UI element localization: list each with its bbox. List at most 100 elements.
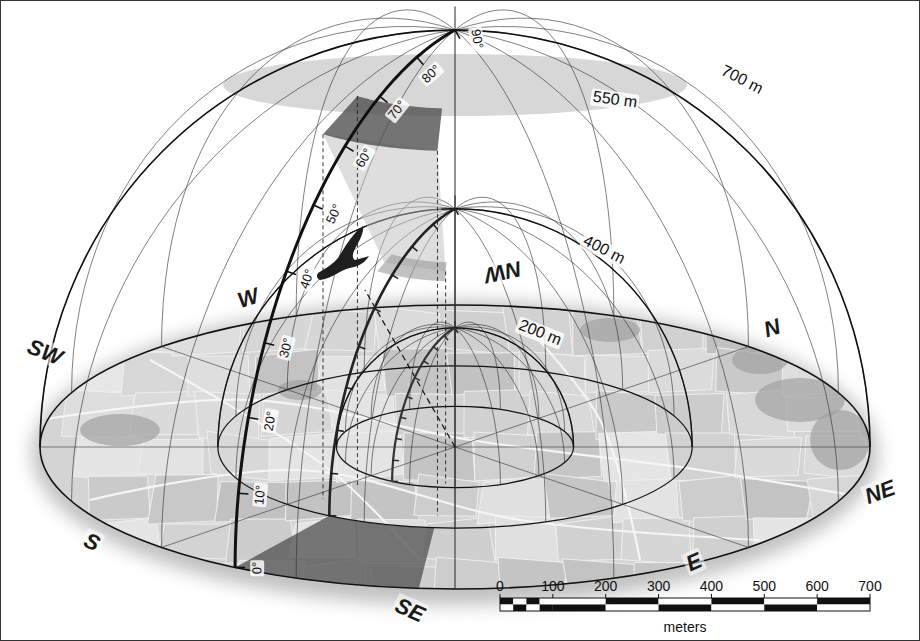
arc-tick (374, 309, 380, 312)
arc-tick (235, 567, 245, 569)
field-parcel (884, 517, 920, 565)
arc-tick (329, 515, 336, 517)
scale-segment (764, 598, 817, 605)
arc-tick (345, 146, 354, 151)
scale-unit: meters (662, 620, 709, 635)
scale-tick (658, 594, 659, 598)
scale-number: 0 (494, 579, 506, 594)
meridian (336, 328, 455, 447)
scale-check (526, 605, 539, 612)
arc-tick (392, 275, 398, 279)
arc-tick (401, 417, 407, 419)
field-parcel (843, 347, 913, 397)
arc-tick (331, 473, 338, 475)
meridian (296, 10, 455, 316)
scale-segment (817, 598, 870, 605)
elevation-angle-label: 30° (276, 335, 295, 361)
dome-outline (336, 328, 573, 447)
scale-segment (659, 598, 712, 605)
arc-tick (393, 459, 399, 461)
drop-line (437, 151, 438, 516)
dome-wireframe (40, 7, 870, 589)
altitude-label: 550 m (590, 88, 640, 111)
radius-label: 200 m (514, 316, 565, 350)
arc-tick (415, 378, 420, 381)
arc-tick (380, 96, 388, 102)
sight-line (365, 290, 455, 447)
meridian (455, 30, 838, 501)
scale-tick (711, 594, 712, 598)
scale-number: 200 (592, 579, 619, 594)
scale-tick (764, 594, 765, 598)
arc-tick (444, 336, 448, 340)
scale-number: 500 (751, 579, 778, 594)
compass-direction: NE (860, 475, 900, 509)
arc-tick (412, 247, 417, 251)
radial-line (162, 347, 455, 447)
compass-direction: W (233, 283, 264, 313)
scale-tick (500, 594, 501, 598)
compass-direction: SE (390, 593, 430, 628)
radial-line (162, 447, 455, 547)
field-parcel (867, 438, 920, 480)
compass-direction: N (759, 314, 785, 342)
arc-tick (455, 328, 458, 333)
scale-bar (500, 594, 870, 611)
meridian (410, 322, 455, 409)
scale-check (500, 605, 513, 612)
meridian (455, 209, 674, 478)
arc-tick (346, 387, 353, 389)
scale-check (500, 598, 513, 605)
elevation-angle-label: 80° (418, 61, 445, 87)
elevation-angle-label: 20° (261, 408, 278, 434)
meridian (371, 328, 455, 476)
scale-segment (711, 598, 764, 605)
scale-segment (606, 605, 659, 612)
radius-label: 700 m (717, 62, 768, 99)
meridian (162, 18, 455, 346)
elevation-angle-label: 10° (252, 483, 268, 508)
arc-tick (455, 30, 460, 39)
field-parcel (897, 561, 920, 608)
scale-segment (764, 605, 817, 612)
meridian (455, 324, 539, 418)
arc-tick (417, 57, 424, 64)
scale-check (513, 598, 526, 605)
elevation-angle-label: 90° (468, 26, 486, 52)
scale-check (513, 605, 526, 612)
scale-check (540, 605, 553, 612)
scale-segment (659, 605, 712, 612)
field-parcel (818, 517, 892, 566)
compass-direction: E (681, 548, 707, 577)
meridian (345, 328, 455, 463)
elevation-angle-label: 40° (297, 265, 318, 292)
meridian (455, 209, 692, 447)
elevation-band (323, 96, 442, 151)
scale-segment (711, 605, 764, 612)
elevation-angle-label: 50° (322, 201, 344, 228)
meridian (455, 321, 456, 406)
scale-segment (553, 598, 606, 605)
scale-number: 400 (698, 579, 725, 594)
scale-number: 700 (856, 579, 883, 594)
compass-direction: S (79, 528, 105, 557)
compass-direction: NW (481, 256, 526, 287)
soaring-bird (317, 226, 369, 280)
elevation-arc (392, 328, 455, 482)
field-parcel (105, 558, 172, 609)
meridian (455, 328, 565, 463)
scale-number: 100 (539, 579, 566, 594)
compass-direction: SW (22, 334, 67, 370)
arc-tick (433, 224, 438, 229)
arc-tick (248, 418, 258, 420)
radial-line (455, 447, 870, 448)
arc-tick (265, 343, 275, 346)
inner-band (377, 254, 446, 281)
arc-tick (407, 397, 413, 399)
radius-label: 400 m (579, 232, 630, 269)
dome-outline (40, 30, 870, 447)
meridian (455, 207, 674, 416)
